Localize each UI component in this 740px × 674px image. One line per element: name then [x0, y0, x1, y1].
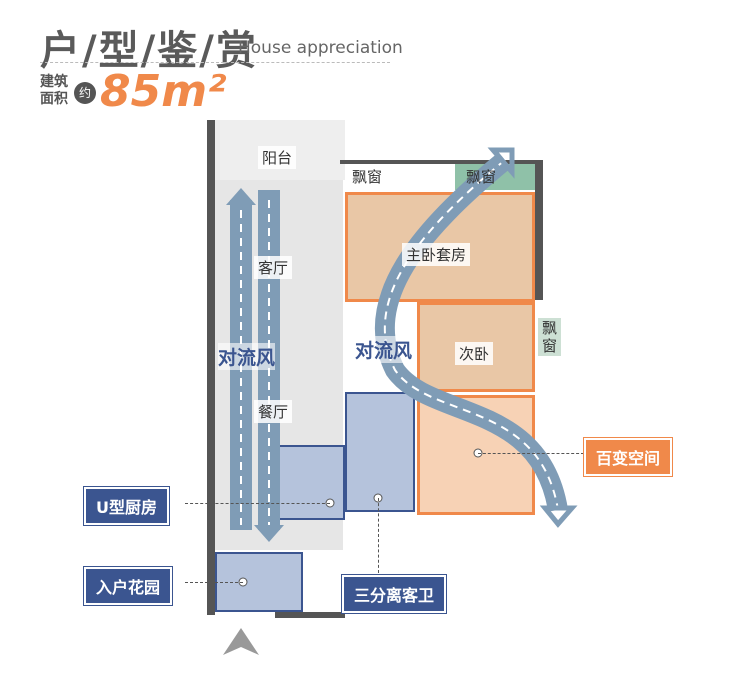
airflow-label-left: 对流风: [218, 343, 276, 370]
tag-u-kitchen: U型厨房: [84, 487, 169, 525]
area-label-line1: 建筑: [40, 74, 68, 90]
area-value: 85m²: [100, 66, 227, 117]
entrance-arrow-icon: [223, 628, 259, 655]
room-label-balcony: 阳台: [258, 146, 297, 169]
room-label-living: 客厅: [254, 256, 293, 279]
area-label: 建筑面积: [40, 74, 68, 108]
room-label-second-bedroom: 次卧: [455, 342, 494, 365]
bay3-line2: 窗: [542, 337, 558, 355]
divider: [40, 62, 390, 63]
bay3-line1: 飘: [542, 319, 558, 337]
bathroom-area: [345, 392, 415, 512]
tag-flex-space: 百变空间: [584, 438, 673, 476]
area-label-line2: 面积: [40, 91, 68, 107]
room-label-bay-window-2: 飘窗: [466, 168, 497, 186]
room-label-bay-window-1: 飘窗: [348, 165, 387, 188]
room-label-master-suite: 主卧套房: [402, 243, 471, 266]
room-label-bay-window-3: 飘窗: [538, 318, 562, 356]
tag-entry-garden: 入户花园: [84, 567, 173, 605]
page-subtitle: House appreciation: [238, 38, 403, 58]
approx-badge: 约: [74, 82, 96, 104]
tag-bathroom: 三分离客卫: [342, 575, 447, 613]
right-airflow-arrow: [374, 152, 568, 512]
room-label-dining: 餐厅: [254, 400, 293, 423]
page-title: 户/型/鉴/赏: [40, 28, 258, 74]
airflow-label-right: 对流风: [355, 336, 413, 363]
